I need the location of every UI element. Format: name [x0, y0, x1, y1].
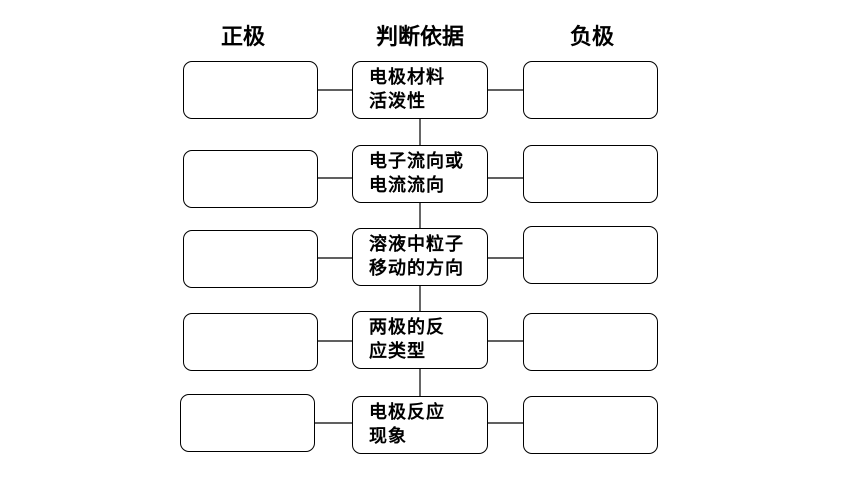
criterion-label-2a: 电子流向或 — [369, 151, 464, 172]
criterion-box-3: 溶液中粒子 移动的方向 — [352, 228, 488, 286]
criterion-box-5: 电极反应 现象 — [352, 396, 488, 454]
positive-answer-box-3[interactable] — [183, 230, 318, 288]
criterion-label-4b: 应类型 — [369, 341, 426, 362]
criterion-label-5b: 现象 — [369, 426, 407, 447]
positive-answer-box-4[interactable] — [183, 313, 318, 371]
criterion-box-1: 电极材料 活泼性 — [352, 61, 488, 119]
positive-electrode-header: 正极 — [220, 25, 265, 50]
positive-answer-box-2[interactable] — [183, 150, 318, 208]
criterion-box-2: 电子流向或 电流流向 — [352, 145, 488, 203]
criterion-label-4a: 两极的反 — [369, 317, 445, 338]
criterion-label-1a: 电极材料 — [369, 67, 445, 88]
negative-answer-box-5[interactable] — [523, 396, 658, 454]
negative-electrode-header: 负极 — [569, 25, 614, 50]
criterion-box-4: 两极的反 应类型 — [352, 311, 488, 369]
criterion-label-3b: 移动的方向 — [369, 258, 464, 279]
judgment-basis-header: 判断依据 — [375, 25, 464, 50]
negative-answer-box-4[interactable] — [523, 313, 658, 371]
criterion-label-5a: 电极反应 — [369, 402, 445, 423]
criterion-label-1b: 活泼性 — [369, 91, 426, 112]
negative-answer-box-2[interactable] — [523, 145, 658, 203]
criterion-label-3a: 溶液中粒子 — [369, 234, 464, 255]
positive-answer-box-5[interactable] — [180, 394, 315, 452]
negative-answer-box-1[interactable] — [523, 61, 658, 119]
positive-answer-box-1[interactable] — [183, 61, 318, 119]
negative-answer-box-3[interactable] — [523, 226, 658, 284]
criterion-label-2b: 电流流向 — [369, 175, 445, 196]
